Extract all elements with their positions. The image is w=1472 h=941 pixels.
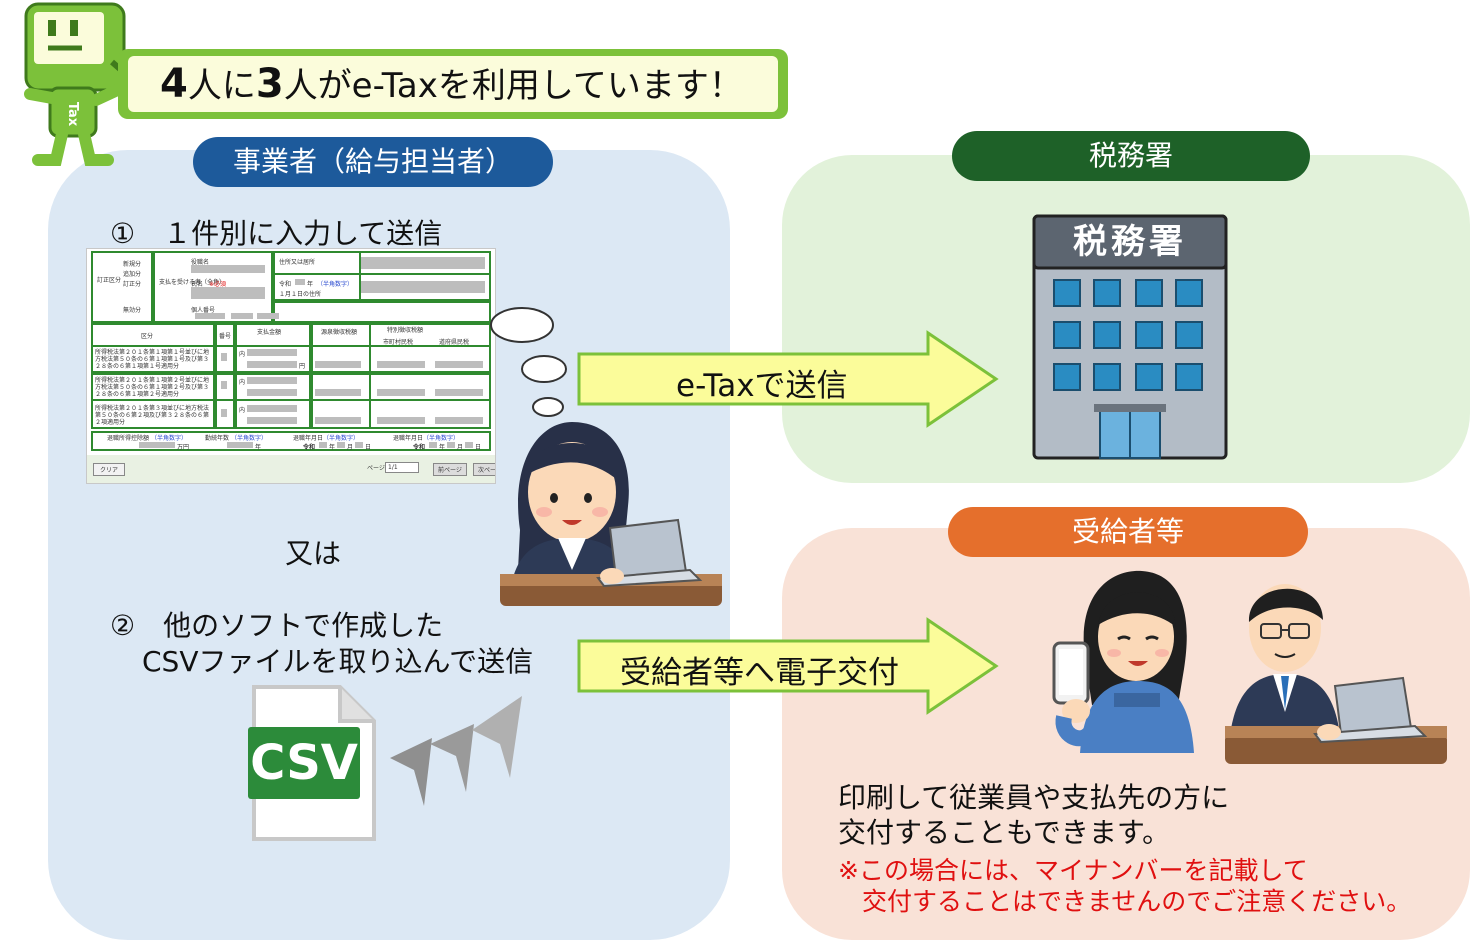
form-address-label: 住所又は居所 — [279, 259, 316, 266]
warning-line-1: ※この場合には、マイナンバーを記載して — [838, 856, 1308, 885]
mascot-tax-text: Tax — [65, 102, 80, 127]
option-2-line-2: CSVファイルを取り込んで送信 — [142, 645, 534, 678]
office-worker-illustration — [500, 422, 722, 606]
form-era-label: 令和 — [279, 281, 292, 288]
thought-bubbles — [490, 307, 567, 417]
electronic-delivery-label: 受給者等へ電子交付 — [620, 655, 899, 691]
form-title-label: 役職名 — [191, 259, 210, 266]
form-revision-label: 訂正区分 — [97, 277, 122, 284]
form-fix-label: 訂正分 — [123, 281, 142, 288]
withholding-form-screenshot: 訂正区分 新規分 追加分 訂正分 無効分 支払を受ける者（全角） 役職名 氏名 … — [86, 248, 496, 484]
form-bottom-halfwidth-4: （半角数字） — [423, 435, 460, 442]
form-clear-button[interactable]: クリア — [93, 463, 126, 476]
warning-line-2: 交付することはできませんのでご注意ください。 — [862, 887, 1412, 916]
form-yen-1: 円 — [299, 363, 306, 370]
form-header-kubun: 区分 — [141, 333, 154, 340]
form-row-3: 所得税法第２０１条第３項並びに地方税法第５０条の６第２項及び第３２８条の６第２項… — [95, 405, 210, 426]
form-jan1-address-label: １月１日の住所 — [279, 291, 322, 298]
form-bottom-halfwidth-2: （半角数字） — [231, 435, 268, 442]
form-halfwidth-label: （半角数字） — [317, 281, 354, 288]
form-prev-page-button[interactable]: 前ページ — [433, 463, 467, 476]
recipient-man-illustration — [1225, 584, 1447, 764]
form-bottom-halfwidth-1: （半角数字） — [151, 435, 188, 442]
upload-chevrons-icon — [390, 696, 522, 806]
form-row-2: 所得税法第２０１条第１項第２号並びに地方税法第５０条の６第１項第２号及び第３２８… — [95, 377, 210, 398]
etax-send-arrow — [577, 330, 999, 428]
form-bottom-halfwidth-3: （半角数字） — [323, 435, 360, 442]
print-note-line-1: 印刷して従業員や支払先の方に — [838, 781, 1230, 814]
form-add-label: 追加分 — [123, 271, 142, 278]
form-void-label: 無効分 — [123, 307, 142, 314]
headline-text-1: 人に — [187, 66, 256, 106]
form-required-label: ※必須 — [209, 281, 227, 288]
form-bottom-income: 退職所得控除額 — [107, 435, 150, 442]
headline-number-4: 4 — [160, 61, 188, 107]
csv-label: CSV — [248, 727, 360, 799]
form-bottom-year-3: 年 — [439, 444, 446, 451]
form-bottom-years: 勤続年数 — [205, 435, 230, 442]
electronic-delivery-arrow — [577, 617, 999, 715]
form-bottom-month-1: 月 — [347, 444, 354, 451]
form-bottom-era-1: 令和 — [303, 444, 316, 451]
form-header-no: 番号 — [219, 333, 232, 340]
option-1-text: ① １件別に入力して送信 — [110, 217, 443, 250]
headline: 4人に3人がe-Taxを利用しています！ — [128, 56, 778, 112]
tax-office-sign: 税務署 — [1073, 222, 1187, 262]
form-man-yen: 万円 — [177, 444, 190, 451]
tax-office-title: 税務署 — [952, 131, 1310, 181]
form-inner-1: 内 — [239, 351, 246, 358]
etax-send-label: e-Taxで送信 — [676, 368, 848, 404]
form-bottom-month-2: 月 — [457, 444, 464, 451]
print-note-line-2: 交付することもできます。 — [838, 816, 1171, 849]
form-header-withholding: 源泉徴収税額 — [321, 329, 358, 336]
form-bottom-era-2: 令和 — [413, 444, 426, 451]
form-row-1: 所得税法第２０１条第１項第１号並びに地方税法第５０条の６第１項第１号及び第３２８… — [95, 349, 210, 370]
recipient-woman-illustration — [1052, 570, 1194, 753]
form-bottom-day-1: 日 — [365, 444, 372, 451]
form-page-select[interactable]: 1/1 — [385, 462, 419, 473]
form-bottom-year-1: 年 — [255, 444, 262, 451]
form-bottom-date: 退職年月日 — [393, 435, 424, 442]
tax-office-building-icon: 税務署 — [1032, 214, 1228, 460]
headline-number-3: 3 — [255, 61, 284, 107]
form-bottom-retire: 退職年月日 — [293, 435, 324, 442]
option-2-line-1: ② 他のソフトで作成した — [110, 609, 444, 642]
form-payee-label: 支払を受ける者（全角） — [159, 279, 226, 286]
form-new-label: 新規分 — [123, 261, 142, 268]
recipients-title: 受給者等 — [948, 507, 1308, 557]
csv-file-icon: CSV — [248, 683, 378, 843]
headline-text-2: 人がe-Taxを利用しています！ — [283, 66, 743, 106]
form-year-label: 年 — [307, 281, 314, 288]
etax-mascot-icon: Tax — [24, 2, 130, 166]
employer-title: 事業者（給与担当者） — [193, 137, 553, 187]
form-header-pref: 道府県民税 — [439, 339, 470, 346]
form-bottom-day-2: 日 — [475, 444, 482, 451]
form-inner-3: 内 — [239, 407, 246, 414]
form-header-city: 市町村民税 — [383, 339, 414, 346]
form-my-number-label: 個人番号 — [191, 307, 216, 314]
or-text: 又は — [285, 537, 342, 570]
form-next-page-button[interactable]: 次ページ — [473, 463, 495, 476]
form-name-label: 氏名 — [191, 281, 204, 288]
form-bottom-year-2: 年 — [329, 444, 336, 451]
form-inner-2: 内 — [239, 379, 246, 386]
form-header-amount: 支払金額 — [257, 329, 282, 336]
form-header-special: 特別徴収税額 — [387, 327, 424, 334]
form-page-label: ページ: — [367, 465, 387, 472]
